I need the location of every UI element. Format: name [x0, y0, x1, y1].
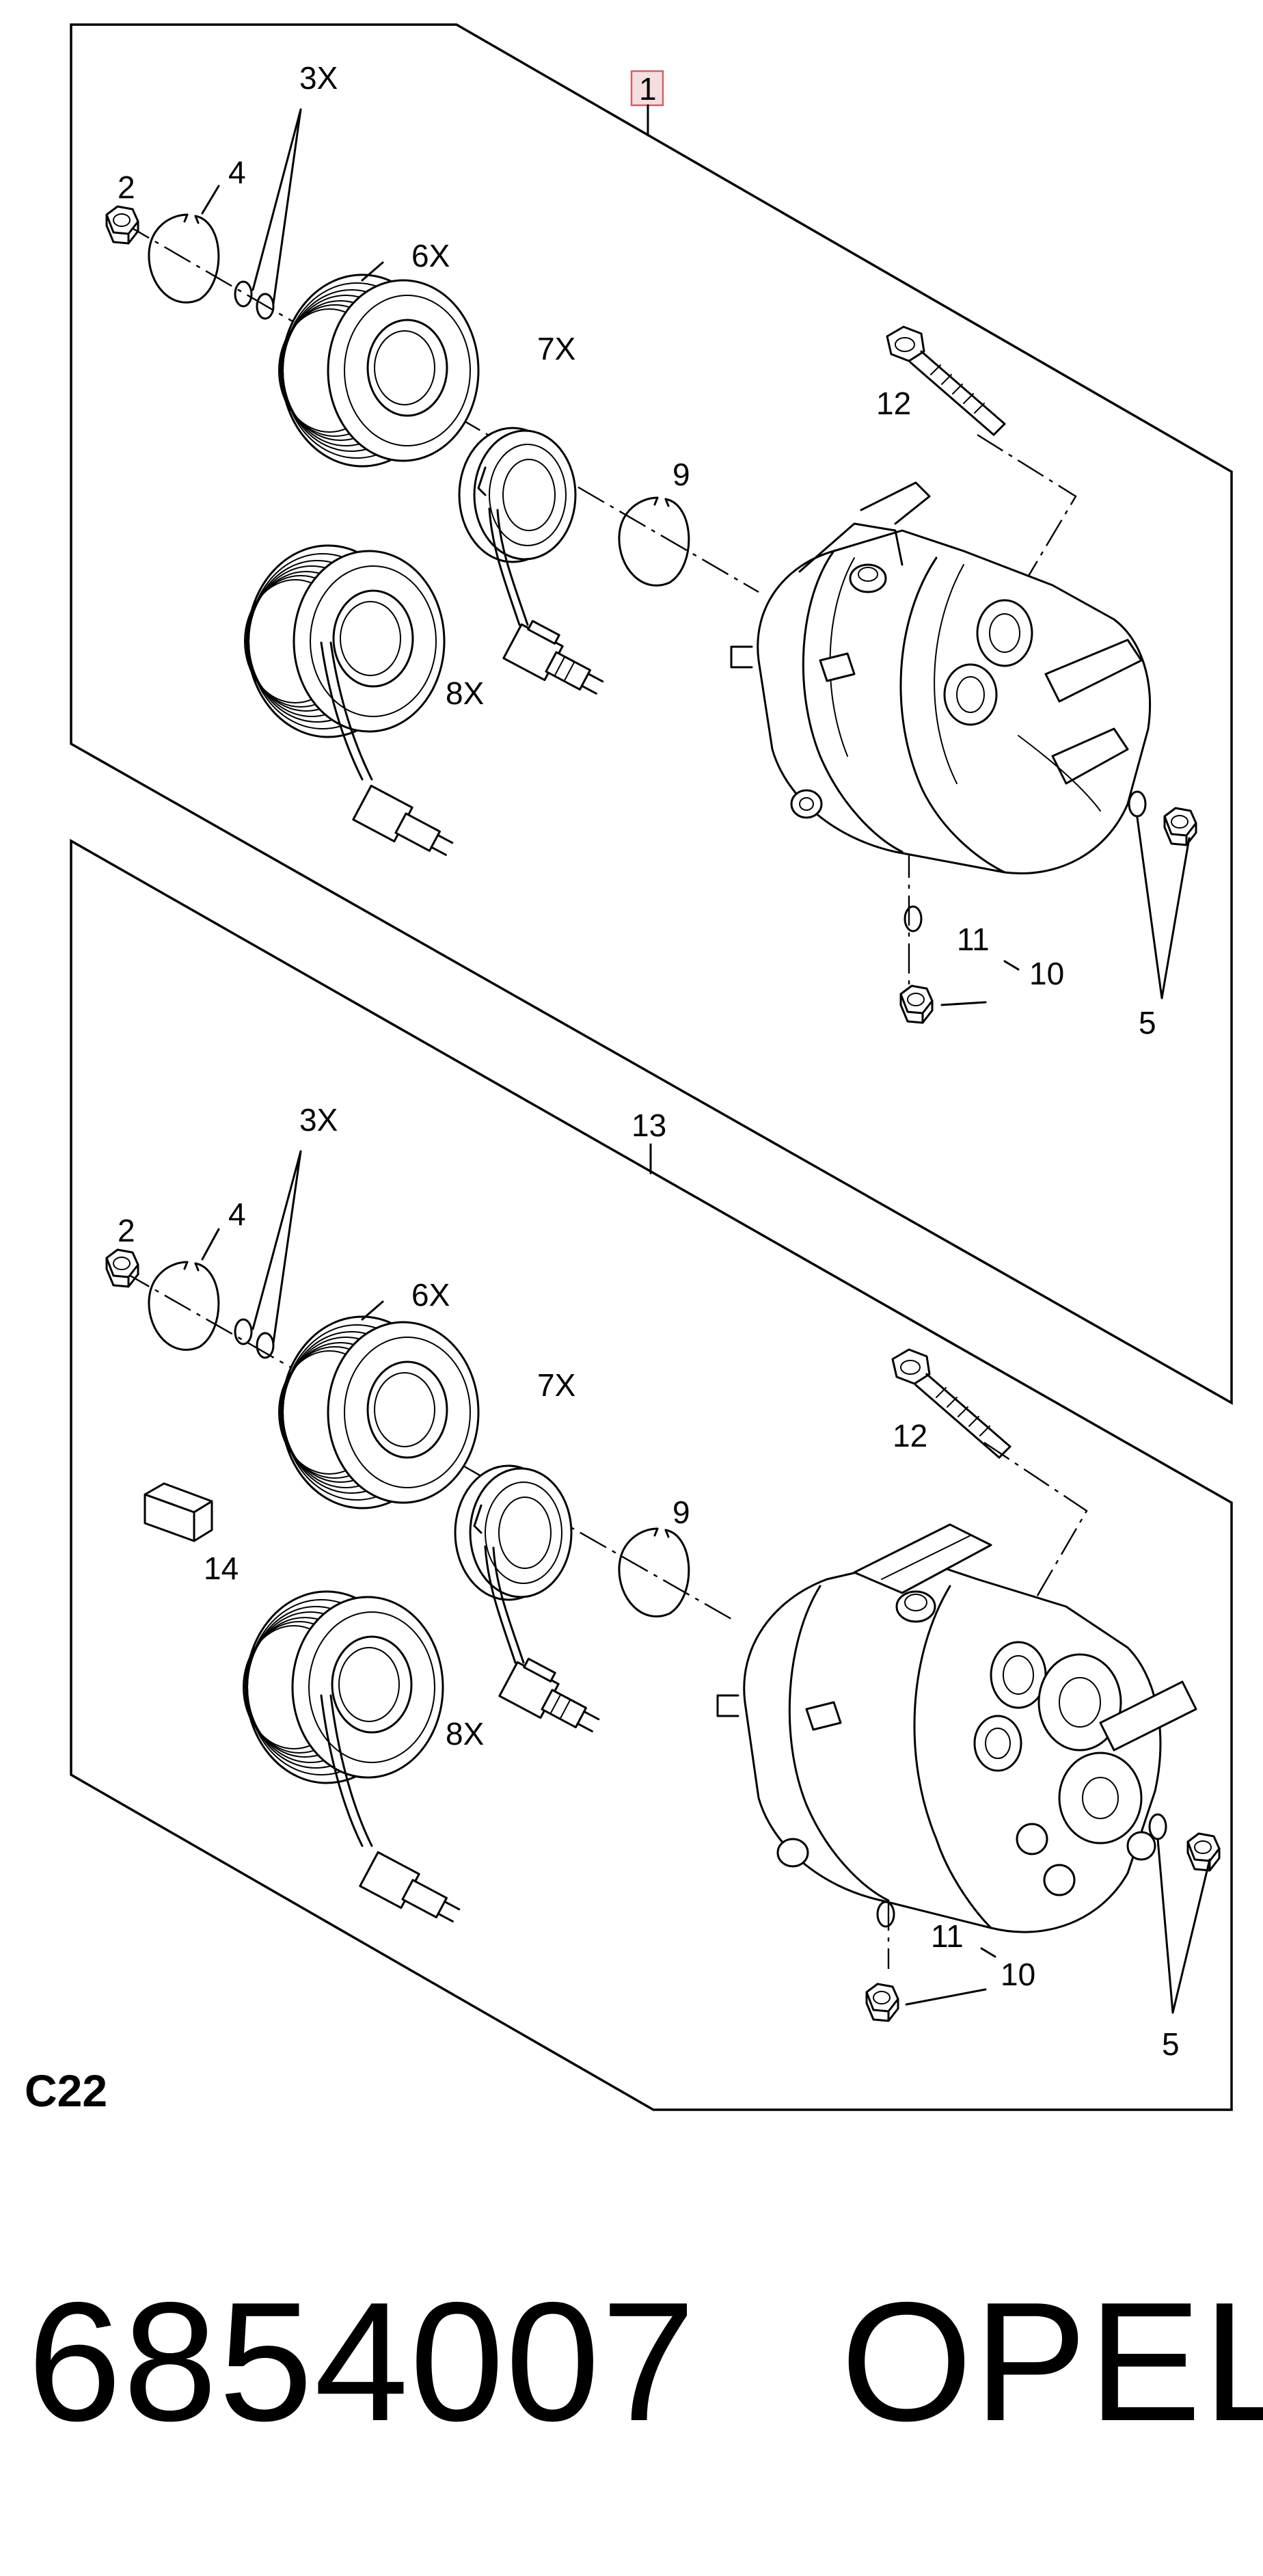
- plug-10-b: [865, 1983, 899, 2022]
- washer-5: [1128, 790, 1147, 818]
- engine-code: C22: [25, 2065, 108, 2116]
- pulley-6x-b: [277, 1315, 480, 1510]
- label-3x-b: 3X: [299, 1102, 338, 1138]
- label-9-b: 9: [673, 1494, 690, 1530]
- part-number: 6854007: [27, 2266, 697, 2456]
- nut-5-b: [1186, 1832, 1221, 1872]
- compressor-top: [730, 481, 1152, 875]
- panel-top: 1: [70, 23, 1233, 1406]
- label-10-b: 10: [1001, 1957, 1035, 1992]
- snap-ring-9: [618, 496, 690, 587]
- label-12-b: 12: [893, 1418, 927, 1453]
- label-9: 9: [673, 457, 690, 492]
- part-14-block: [144, 1482, 213, 1542]
- label-5: 5: [1139, 1005, 1156, 1041]
- panel-bottom: 13: [70, 838, 1233, 2111]
- label-2: 2: [118, 170, 135, 205]
- snap-ring-9-b: [618, 1527, 690, 1618]
- o-ring-11: [904, 905, 923, 933]
- label-2-b: 2: [118, 1213, 135, 1248]
- nut-2-b: [105, 1248, 139, 1288]
- shim-3x-a-b: [234, 1318, 253, 1345]
- label-7x: 7X: [537, 331, 575, 366]
- label-7x-b: 7X: [537, 1367, 575, 1403]
- highlight-label: 1: [639, 71, 657, 107]
- label-14: 14: [204, 1551, 239, 1586]
- compressor-bottom: [716, 1523, 1197, 1933]
- label-11-b: 11: [931, 1918, 964, 1954]
- pulley-8x-b: [242, 1590, 444, 1784]
- label-8x: 8X: [446, 675, 484, 711]
- pulley-6x: [277, 273, 480, 468]
- nut-5: [1163, 807, 1197, 846]
- coil-7x-b: [454, 1464, 610, 1743]
- assembly-label-13: 13: [632, 1108, 666, 1143]
- label-8x-b: 8X: [446, 1716, 484, 1752]
- plug-10: [899, 984, 934, 1024]
- o-ring-11-b: [876, 1901, 895, 1928]
- coil-7x: [458, 427, 614, 706]
- label-3x: 3X: [299, 60, 338, 96]
- shim-3x-a: [234, 280, 253, 308]
- label-5-b: 5: [1162, 2026, 1180, 2062]
- washer-5-b: [1148, 1813, 1167, 1840]
- label-6x: 6X: [411, 238, 450, 273]
- label-11: 11: [957, 922, 990, 957]
- nut-2: [105, 205, 139, 245]
- label-4: 4: [228, 155, 246, 190]
- brand-name: OPEL: [841, 2266, 1263, 2456]
- label-4-b: 4: [228, 1196, 246, 1232]
- label-12: 12: [876, 386, 911, 421]
- label-6x-b: 6X: [411, 1277, 450, 1313]
- shim-3x-b-b: [256, 1332, 275, 1359]
- label-10: 10: [1029, 956, 1064, 991]
